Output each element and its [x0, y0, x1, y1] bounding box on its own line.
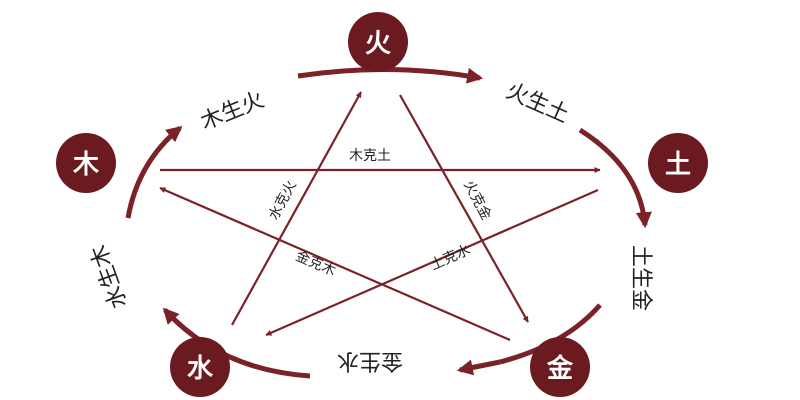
arc-fire-to-earth-2 [578, 127, 652, 229]
node-wood-circle [56, 133, 116, 193]
label-wood-generates-fire: 木生火 [197, 87, 268, 135]
arc-water-to-wood [162, 307, 311, 379]
label-fire-controls-metal: 火克金 [460, 178, 494, 223]
label-wood-controls-earth: 木克土 [349, 148, 391, 164]
arc-fire-to-earth [297, 67, 484, 84]
line-earth-water [265, 188, 599, 337]
node-earth-label: 土 [665, 150, 691, 180]
label-earth-controls-water: 土克水 [428, 242, 473, 274]
arc-metal-to-water [456, 359, 501, 376]
node-wood-label: 木 [72, 150, 99, 180]
node-water-label: 水 [187, 354, 214, 384]
label-water-generates-wood: 水生木 [86, 241, 132, 312]
label-fire-generates-earth: 火生土 [502, 79, 572, 129]
node-fire-label: 火 [365, 29, 391, 59]
node-earth-circle [648, 133, 708, 193]
label-water-controls-fire: 水克火 [266, 178, 300, 223]
line-fire-metal [399, 94, 529, 323]
node-wood: 木 [56, 133, 116, 193]
arc-wood-to-fire [125, 125, 183, 219]
line-water-fire [231, 91, 362, 326]
node-fire: 火 [348, 12, 408, 72]
node-metal-label: 金 [546, 353, 574, 384]
node-metal: 金 [530, 337, 590, 397]
line-metal-wood [159, 186, 511, 342]
node-water: 水 [170, 337, 230, 397]
controlling-cycle-lines [159, 91, 601, 342]
node-earth: 土 [648, 133, 708, 193]
node-water-circle [170, 337, 230, 397]
node-metal-circle [530, 337, 590, 397]
node-fire-circle [348, 12, 408, 72]
label-metal-generates-water: 金生水 [337, 348, 403, 373]
label-metal-controls-wood: 金克木 [293, 248, 338, 279]
label-earth-generates-metal: 土生金 [628, 245, 653, 311]
